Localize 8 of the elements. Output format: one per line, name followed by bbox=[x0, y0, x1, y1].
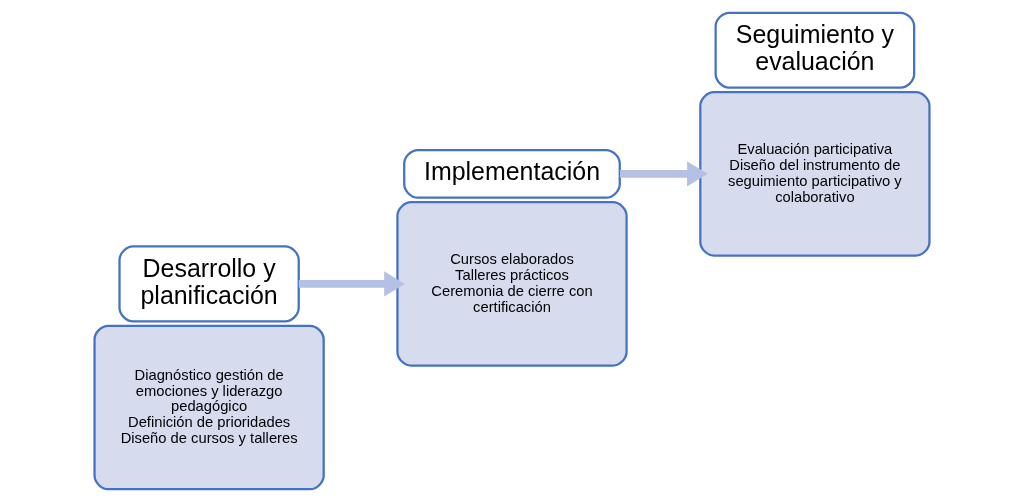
node-box: Desarrollo y planificación bbox=[117, 245, 300, 323]
arrow bbox=[619, 161, 708, 187]
node-box: Implementación bbox=[402, 148, 621, 199]
node-box: Diagnóstico gestión de emociones y liderazgo pedagógico Definición de prioridades Diseño de cursos y talleres bbox=[92, 324, 325, 491]
node-box: Cursos elaborados Talleres prácticos Ceremonia de cierre con certificación bbox=[395, 201, 628, 367]
node-box: Seguimiento y evaluación bbox=[714, 11, 915, 89]
node-box: Evaluación participativa Diseño del instrumento de seguimiento participativo y colaborativo bbox=[698, 91, 931, 257]
arrow bbox=[298, 271, 405, 297]
